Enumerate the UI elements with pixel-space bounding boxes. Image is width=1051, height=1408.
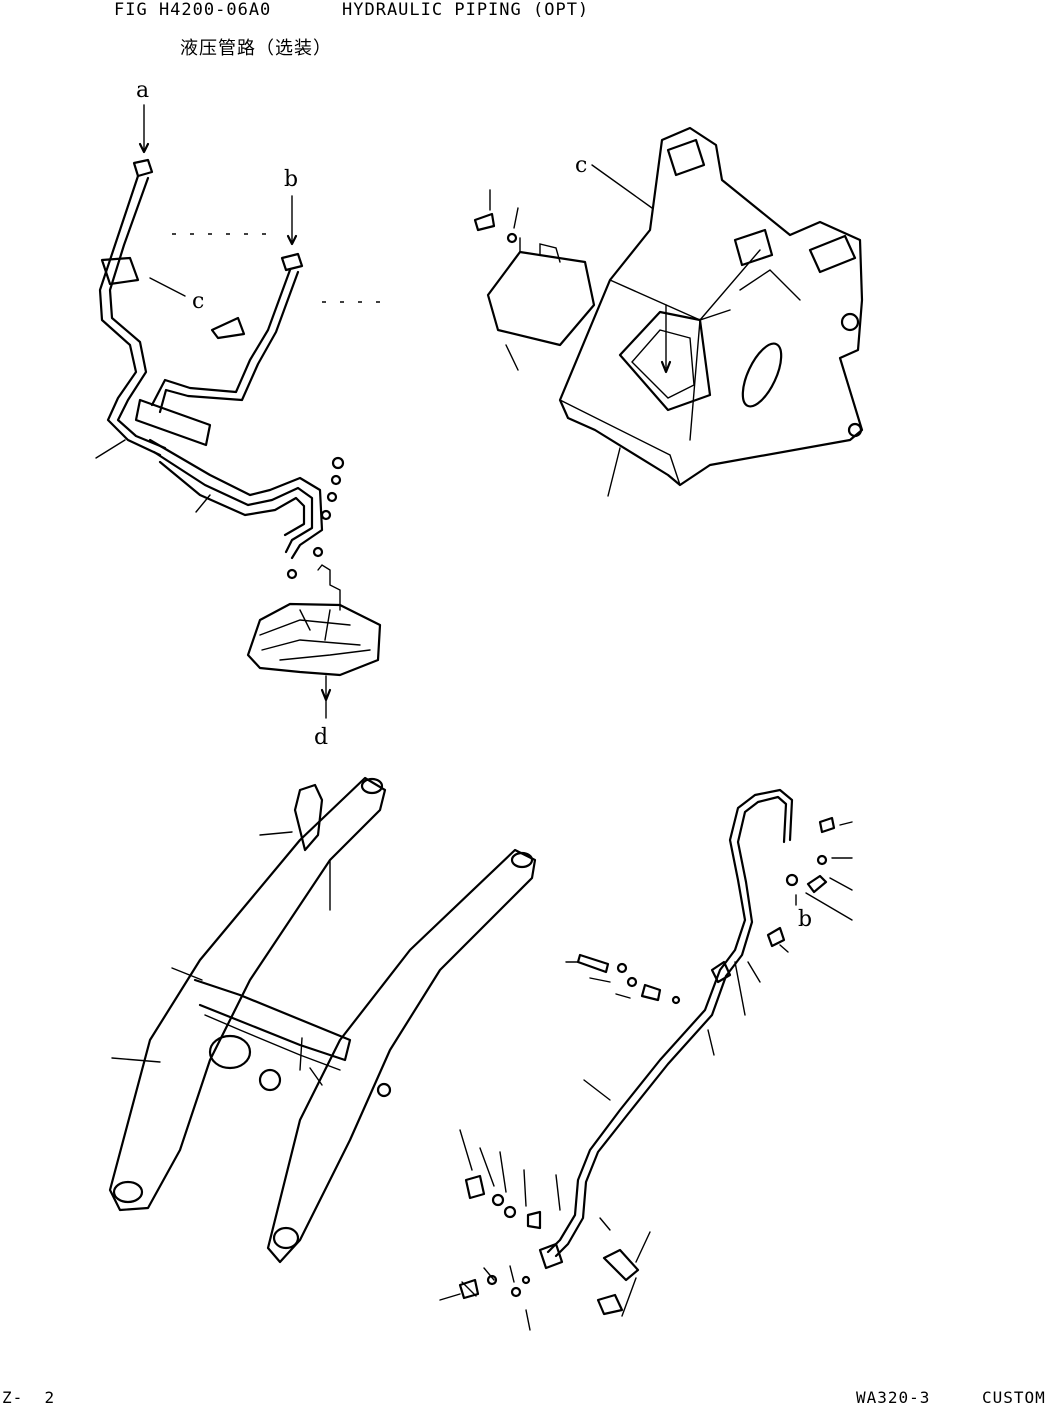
right-arm [266, 848, 537, 1264]
lift-arm-bottom-left [108, 776, 537, 1264]
front-frame-top-right [473, 126, 864, 497]
control-valve [246, 602, 382, 677]
manifold-block [134, 398, 212, 447]
boom-piping-bottom-right [439, 788, 853, 1331]
cross-tube [193, 978, 352, 1062]
clamp-bottom [602, 1248, 640, 1282]
bolt-bottom [464, 1174, 486, 1200]
bracket [210, 316, 246, 340]
pipe-1 [98, 174, 162, 457]
left-pin [112, 1180, 144, 1204]
pipe-clamp-upper [710, 960, 732, 984]
fitting-b [280, 252, 304, 272]
callout-d: d [314, 725, 328, 750]
pipe-hose [546, 788, 794, 1254]
bolt-upper [818, 816, 836, 834]
cover-plate [486, 250, 596, 347]
variant-label: CUSTOM [982, 1388, 1046, 1407]
frame-outline [558, 126, 864, 487]
pipe-2 [108, 176, 167, 450]
figure-title: HYDRAULIC PIPING (OPT) [342, 0, 590, 20]
figure-code: FIG H4200-06A0 [114, 0, 272, 20]
figure-title-chinese: 液压管路（选装） [180, 38, 332, 59]
left-arm [108, 776, 387, 1212]
pipe-end-fitting [538, 1242, 564, 1270]
callout-b-right: b [798, 907, 812, 932]
page-number: Z- 2 [2, 1388, 56, 1407]
piping-assembly-top-left [95, 104, 382, 719]
model-code: WA320-3 [856, 1388, 931, 1407]
callout-c-right: c [575, 153, 587, 178]
clamp-c [100, 256, 140, 286]
callout-b-top: b [284, 167, 298, 192]
right-pin [272, 1226, 300, 1250]
bolt-lower [576, 953, 610, 974]
bolt [473, 212, 496, 232]
frame-hole [741, 342, 783, 408]
fitting-a [132, 158, 154, 178]
callout-a: a [136, 78, 149, 103]
pipe-3 [150, 268, 292, 407]
frame-opening [618, 310, 712, 412]
pipe-4 [148, 438, 324, 560]
callout-c-left: c [192, 289, 204, 314]
